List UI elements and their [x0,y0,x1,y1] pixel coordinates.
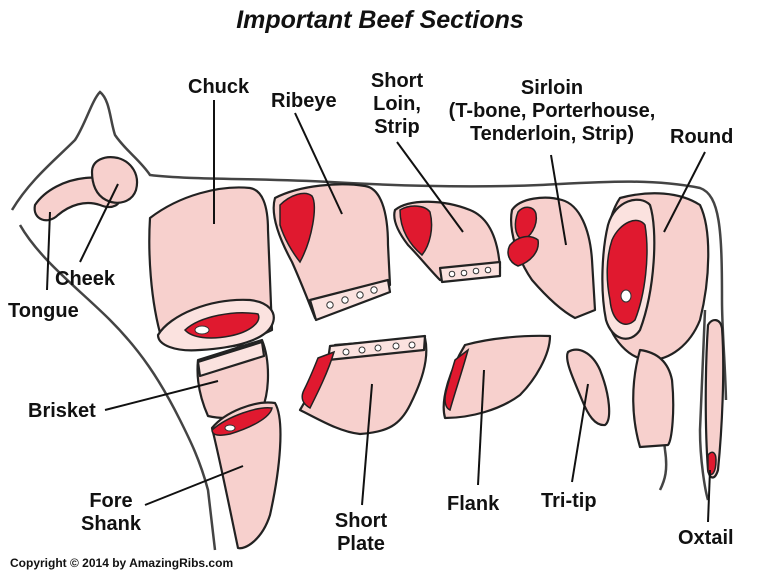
short-loin-bone-dot [472,267,480,275]
label-flank: Flank [447,493,500,515]
page-title: Important Beef Sections [236,6,524,34]
label-oxtail: Oxtail [678,527,734,549]
ribeye-bone-dot [370,286,378,294]
label-ribeye: Ribeye [271,90,337,112]
ribeye-bone-dot [326,301,334,309]
label-brisket: Brisket [28,400,96,422]
label-fore-shank-line: Shank [80,513,142,535]
short-plate-fat [301,350,336,410]
flank-leader [477,369,485,486]
tri-tip-leader [571,383,589,483]
sirloin-leader [550,154,567,246]
short-plate-bone-dot [374,344,382,352]
fore-shank-bone [224,424,236,432]
label-sirloin: Sirloin (T-bone, Porterhouse, Tenderloin… [436,77,668,146]
round-eye [606,219,648,325]
sirloin-strip [507,235,539,267]
cheek-leader [79,183,119,263]
label-sirloin-line: (T-bone, Porterhouse, [448,100,656,122]
copyright-text: Copyright © 2014 by AmazingRibs.com [10,556,234,570]
flank-cut [442,334,552,420]
label-short-plate: Short Plate [330,510,392,556]
round-bone [620,289,632,303]
short-loin-eye [399,205,433,257]
brisket-leader [104,380,219,411]
short-plate-bone-dot [342,348,350,356]
label-fore-shank: Fore Shank [78,490,144,536]
round-leg [632,348,675,449]
sirloin-tenderloin [514,206,538,241]
label-cheek: Cheek [55,268,116,290]
short-plate-bone-dot [408,341,416,349]
ribeye-bone-dot [356,291,364,299]
short-loin-bone-dot [448,270,456,278]
short-plate-bone-dot [358,346,366,354]
fore-shank-leader [144,465,244,506]
label-short-loin-line: Short [370,70,424,92]
short-loin-bone-strip [438,260,502,284]
oxtail-cut [704,319,725,479]
label-tongue: Tongue [8,300,79,322]
label-short-loin-line: Strip [374,116,420,138]
label-short-plate-line: Short [334,510,388,532]
label-short-plate-line: Plate [337,533,385,555]
label-round: Round [670,126,734,148]
label-fore-shank-line: Fore [89,490,133,512]
ribeye-leader [294,112,343,215]
short-plate-leader [361,383,373,506]
label-tri-tip: Tri-tip [541,490,597,512]
chuck-bone [194,325,210,335]
short-loin-leader [396,141,464,233]
short-plate-bone-dot [392,342,400,350]
label-sirloin-line: Tenderloin, Strip) [469,123,635,145]
ribeye-bone-strip [308,278,392,322]
label-chuck: Chuck [188,76,250,98]
ribeye-eye [279,192,316,264]
fore-shank-cut [210,401,282,550]
brisket-face [196,340,266,378]
ribeye-bone-dot [341,296,349,304]
tongue-leader [46,211,51,291]
label-sirloin-line: Sirloin [520,77,584,99]
label-short-loin-line: Loin, [373,93,421,115]
oxtail-leader [707,469,711,523]
cheek-cut [90,156,139,204]
label-short-loin: Short Loin, Strip [366,70,428,139]
flank-fat [444,348,470,412]
cow-outline [10,90,728,551]
short-loin-bone-dot [484,266,492,274]
short-loin-bone-dot [460,269,468,277]
round-leader [663,151,706,233]
